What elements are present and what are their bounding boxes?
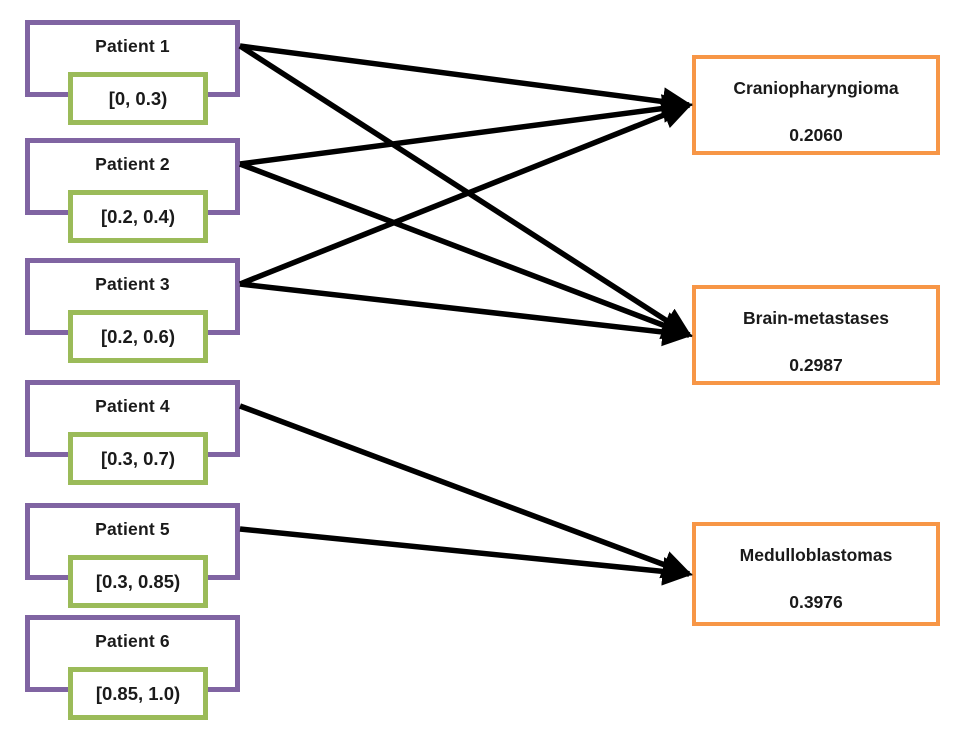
- craniopharyngioma-box: Craniopharyngioma 0.2060: [692, 55, 940, 155]
- edge-patient-2-to-craniopharyngioma: [239, 94, 693, 167]
- edge-patient-1-to-brain-metastases: [238, 43, 693, 338]
- patient-6-label: Patient 6: [95, 631, 170, 651]
- patient-4-interval-box: [0.3, 0.7): [68, 432, 208, 485]
- patient-2-interval-box: [0.2, 0.4): [68, 190, 208, 243]
- patient-5-interval: [0.3, 0.85): [95, 570, 181, 592]
- edge-patient-5-to-medulloblastomas: [239, 526, 693, 586]
- patient-3-interval: [0.2, 0.6): [100, 325, 176, 347]
- patient-4-label: Patient 4: [95, 396, 170, 416]
- craniopharyngioma-probability: 0.2060: [789, 125, 843, 145]
- craniopharyngioma-label: Craniopharyngioma: [733, 78, 899, 98]
- edge-patient-3-to-brain-metastases: [239, 281, 693, 347]
- patient-3-label: Patient 3: [95, 274, 170, 294]
- patient-2-interval: [0.2, 0.4): [100, 205, 176, 227]
- medulloblastomas-probability: 0.3976: [789, 592, 843, 612]
- edge-patient-2-to-brain-metastases: [239, 161, 693, 339]
- patient-2-label: Patient 2: [95, 154, 170, 174]
- brain-metastases-label: Brain-metastases: [743, 308, 889, 328]
- patient-3-interval-box: [0.2, 0.6): [68, 310, 208, 363]
- patient-5-label: Patient 5: [95, 519, 170, 539]
- patient-1-interval-box: [0, 0.3): [68, 72, 208, 125]
- medulloblastomas-box: Medulloblastomas 0.3976: [692, 522, 940, 626]
- edge-patient-4-to-medulloblastomas: [239, 403, 693, 579]
- edge-patient-3-to-craniopharyngioma: [238, 101, 693, 287]
- patient-6-interval-box: [0.85, 1.0): [68, 667, 208, 720]
- patient-1-label: Patient 1: [95, 36, 170, 56]
- brain-metastases-probability: 0.2987: [789, 355, 843, 375]
- patient-4-interval: [0.3, 0.7): [100, 447, 176, 469]
- patient-6-interval: [0.85, 1.0): [95, 682, 181, 704]
- patient-1-interval: [0, 0.3): [108, 87, 168, 109]
- medulloblastomas-label: Medulloblastomas: [739, 545, 893, 565]
- edge-patient-1-to-craniopharyngioma: [239, 43, 693, 116]
- brain-metastases-box: Brain-metastases 0.2987: [692, 285, 940, 385]
- patient-5-interval-box: [0.3, 0.85): [68, 555, 208, 608]
